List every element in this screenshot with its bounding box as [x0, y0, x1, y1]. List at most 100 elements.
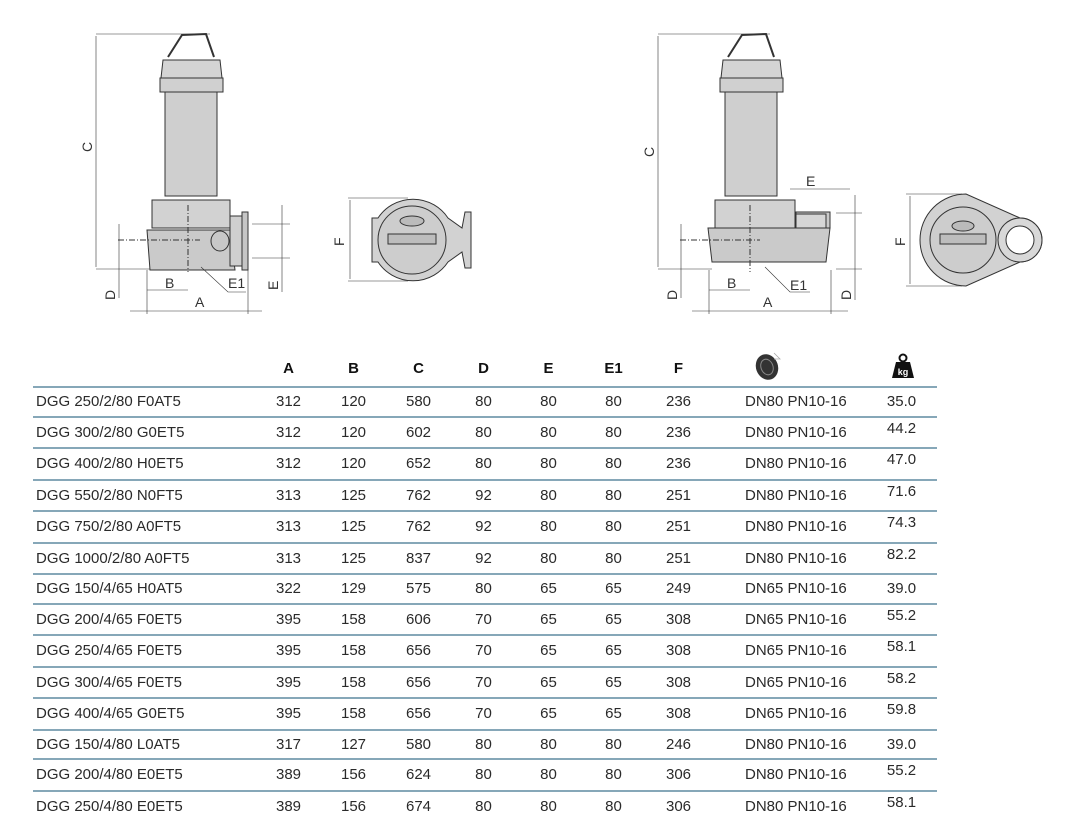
dim-C-cell: 624	[386, 759, 451, 792]
weight-cell: 58.1	[866, 635, 937, 668]
weight-cell: 74.3	[866, 511, 937, 544]
model-cell: DGG 750/2/80 A0FT5	[33, 511, 256, 544]
dim-A-cell: 395	[256, 603, 321, 636]
dim-C-cell: 575	[386, 574, 451, 605]
dim-E1-cell: 80	[581, 511, 646, 544]
flange-cell: DN80 PN10-16	[711, 448, 866, 481]
dim-F-cell: 251	[646, 542, 711, 575]
dim-A-cell: 312	[256, 416, 321, 449]
dim-C-cell: 580	[386, 729, 451, 760]
dim-label-E: E	[265, 281, 281, 290]
dim-label-A-2: A	[763, 294, 773, 310]
weight-cell: 58.1	[866, 790, 937, 821]
dim-D-cell: 92	[451, 542, 516, 575]
dim-F-cell: 251	[646, 511, 711, 544]
dim-C-cell: 652	[386, 448, 451, 481]
dim-F-cell: 236	[646, 448, 711, 481]
dim-label-E1: E1	[228, 275, 245, 291]
dim-A-cell: 312	[256, 448, 321, 481]
dim-D-cell: 80	[451, 790, 516, 821]
flange-cell: DN65 PN10-16	[711, 635, 866, 668]
dim-F-cell: 308	[646, 666, 711, 699]
dim-B-cell: 158	[321, 635, 386, 668]
dim-C-cell: 656	[386, 698, 451, 731]
table-header-row: A B C D E E1 F kg	[33, 350, 937, 388]
dim-D-cell: 80	[451, 759, 516, 792]
weight-cell: 55.2	[866, 603, 937, 636]
model-cell: DGG 300/2/80 G0ET5	[33, 416, 256, 449]
flange-cell: DN80 PN10-16	[711, 759, 866, 792]
dim-E-cell: 65	[516, 574, 581, 605]
weight-cell: 59.8	[866, 698, 937, 731]
model-cell: DGG 150/4/65 H0AT5	[33, 574, 256, 605]
flange-cell: DN65 PN10-16	[711, 574, 866, 605]
svg-text:kg: kg	[898, 367, 909, 377]
header-D: D	[451, 350, 516, 388]
flange-cell: DN80 PN10-16	[711, 479, 866, 512]
dim-F-cell: 308	[646, 603, 711, 636]
flange-icon	[755, 352, 781, 380]
model-cell: DGG 250/2/80 F0AT5	[33, 387, 256, 418]
dim-E-cell: 80	[516, 729, 581, 760]
header-E: E	[516, 350, 581, 388]
weight-cell: 47.0	[866, 448, 937, 481]
dim-F-cell: 236	[646, 416, 711, 449]
dim-label-C: C	[79, 142, 95, 152]
dim-A-cell: 395	[256, 698, 321, 731]
dim-A-cell: 395	[256, 635, 321, 668]
dim-F-cell: 308	[646, 635, 711, 668]
dim-label-D-3: D	[838, 290, 854, 300]
dim-E1-cell: 65	[581, 635, 646, 668]
dim-E-cell: 80	[516, 479, 581, 512]
dim-label-D: D	[102, 290, 118, 300]
dim-B-cell: 156	[321, 759, 386, 792]
model-cell: DGG 200/4/65 F0ET5	[33, 603, 256, 636]
dim-E-cell: 80	[516, 387, 581, 418]
model-cell: DGG 550/2/80 N0FT5	[33, 479, 256, 512]
dim-C-cell: 837	[386, 542, 451, 575]
dim-B-cell: 156	[321, 790, 386, 821]
dim-E-cell: 80	[516, 542, 581, 575]
dimension-drawings: C D B A E1 E F	[79, 32, 1043, 314]
dim-label-B-2: B	[727, 275, 736, 291]
dim-E-cell: 80	[516, 759, 581, 792]
dim-E-cell: 80	[516, 511, 581, 544]
dim-A-cell: 313	[256, 511, 321, 544]
dim-D-cell: 80	[451, 729, 516, 760]
flange-cell: DN80 PN10-16	[711, 511, 866, 544]
dim-F-cell: 236	[646, 387, 711, 418]
dim-E1-cell: 80	[581, 387, 646, 418]
dim-D-cell: 80	[451, 448, 516, 481]
dim-E-cell: 80	[516, 448, 581, 481]
dim-F-cell: 249	[646, 574, 711, 605]
dim-E1-cell: 65	[581, 574, 646, 605]
dim-E-cell: 65	[516, 603, 581, 636]
dim-B-cell: 158	[321, 666, 386, 699]
model-cell: DGG 200/4/80 E0ET5	[33, 759, 256, 792]
dim-D-cell: 70	[451, 666, 516, 699]
dim-F-cell: 308	[646, 698, 711, 731]
dim-label-F: F	[331, 237, 347, 246]
dim-label-C-2: C	[641, 147, 657, 157]
header-model	[33, 350, 256, 388]
header-C: C	[386, 350, 451, 388]
dim-E1-cell: 65	[581, 666, 646, 699]
dim-C-cell: 656	[386, 635, 451, 668]
dim-E-cell: 65	[516, 666, 581, 699]
model-cell: DGG 150/4/80 L0AT5	[33, 729, 256, 760]
dim-A-cell: 389	[256, 790, 321, 821]
weight-cell: 35.0	[866, 387, 937, 418]
dim-D-cell: 92	[451, 511, 516, 544]
flange-cell: DN80 PN10-16	[711, 416, 866, 449]
dim-F-cell: 306	[646, 790, 711, 821]
model-cell: DGG 400/2/80 H0ET5	[33, 448, 256, 481]
dim-C-cell: 656	[386, 666, 451, 699]
